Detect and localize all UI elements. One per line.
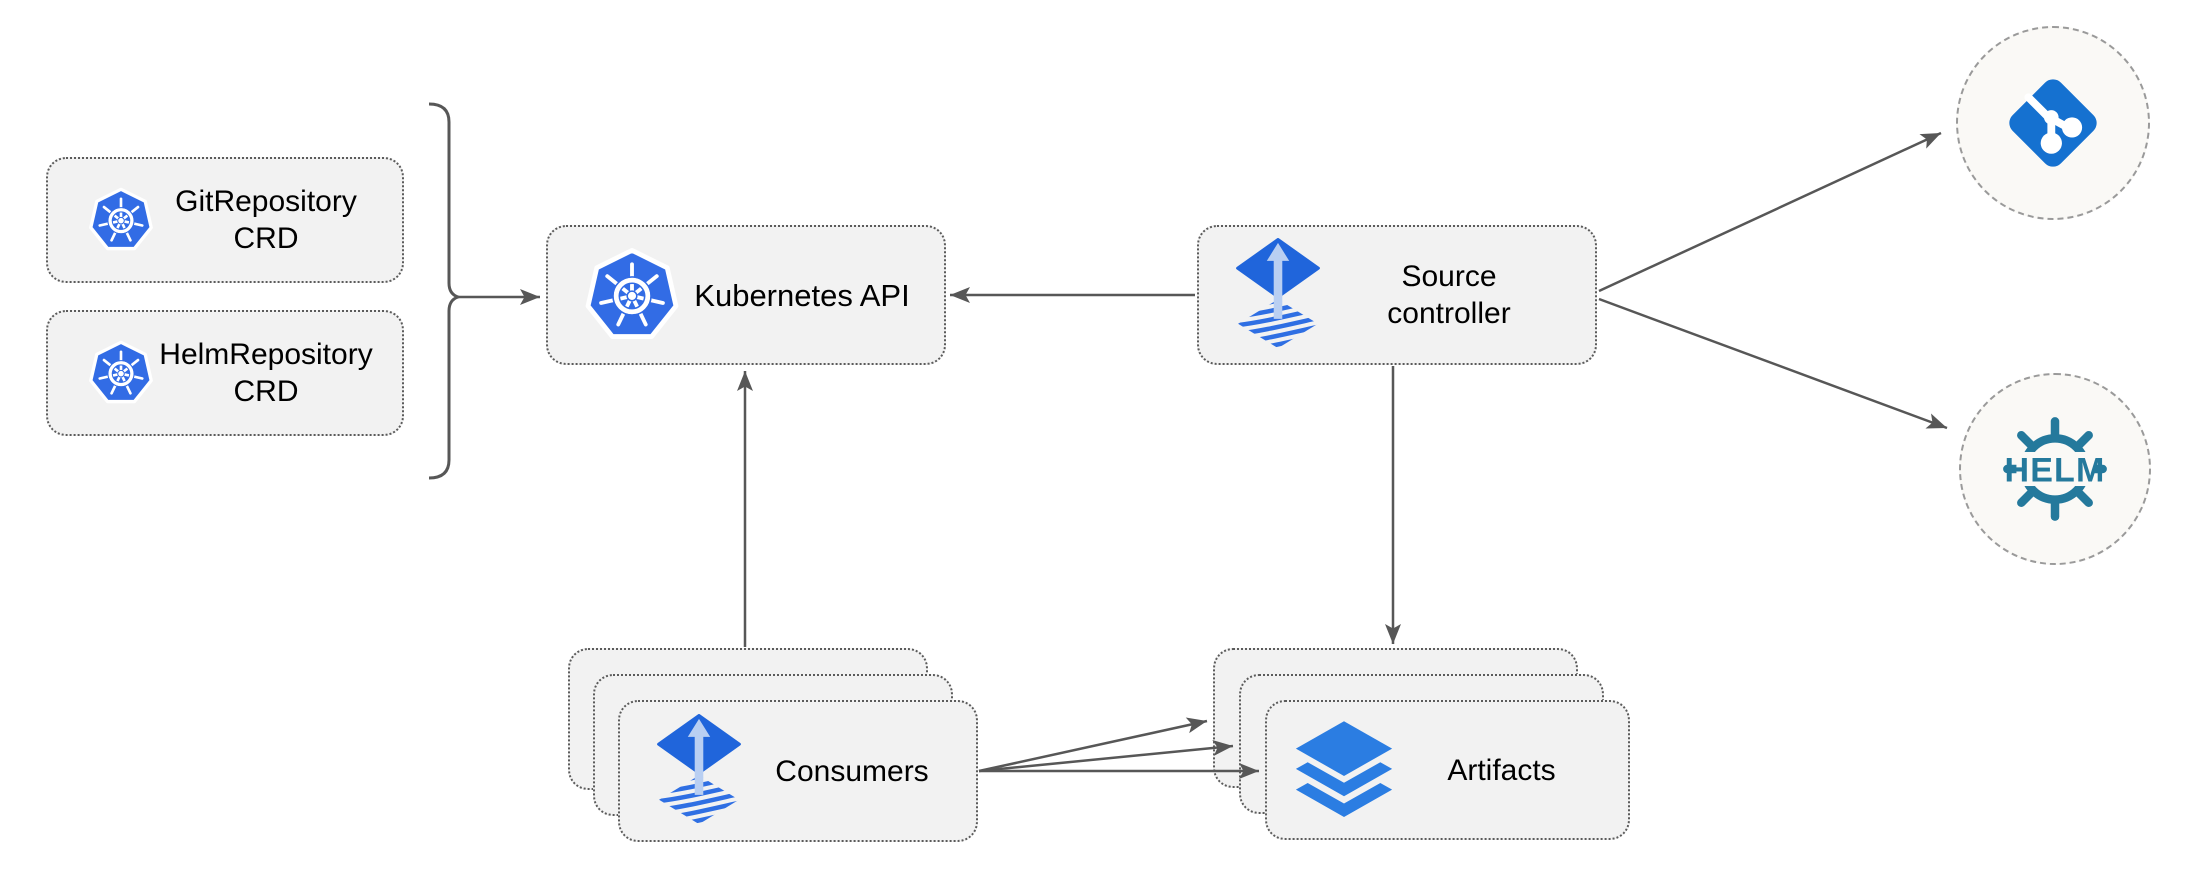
helm-icon: HELM bbox=[2003, 417, 2107, 521]
flux-source-icon bbox=[657, 714, 741, 825]
node-git-remote bbox=[1956, 26, 2150, 220]
node-consumers: Consumers bbox=[618, 700, 978, 842]
arrow-consumers-to-artifacts-2 bbox=[978, 739, 1234, 773]
arrow-source-to-helm bbox=[1598, 297, 1948, 430]
arrow-consumers-to-artifacts-1 bbox=[978, 717, 1208, 773]
node-helm-remote: HELM bbox=[1959, 373, 2151, 565]
node-artifacts: Artifacts bbox=[1265, 700, 1630, 840]
kubernetes-icon bbox=[89, 187, 153, 251]
arrow-source-to-git bbox=[1598, 131, 1942, 293]
node-gitrepository-crd: GitRepository CRD bbox=[46, 157, 404, 283]
helm-wordmark: HELM bbox=[2005, 451, 2106, 489]
node-source-controller: Source controller bbox=[1197, 225, 1597, 365]
flux-source-icon bbox=[1236, 238, 1320, 349]
node-label: HelmRepository CRD bbox=[159, 338, 373, 408]
node-label: GitRepository CRD bbox=[175, 185, 357, 255]
layers-icon bbox=[1295, 720, 1393, 817]
node-label: Consumers bbox=[775, 754, 929, 788]
node-label: Kubernetes API bbox=[694, 277, 910, 313]
node-label: Source controller bbox=[1387, 260, 1511, 330]
node-helmrepository-crd: HelmRepository CRD bbox=[46, 310, 404, 436]
node-label: Artifacts bbox=[1447, 753, 1556, 787]
kubernetes-icon bbox=[585, 247, 679, 339]
node-kubernetes-api: Kubernetes API bbox=[546, 225, 946, 365]
kubernetes-icon bbox=[89, 340, 153, 404]
curly-brace bbox=[428, 102, 463, 480]
git-icon bbox=[2009, 79, 2097, 167]
